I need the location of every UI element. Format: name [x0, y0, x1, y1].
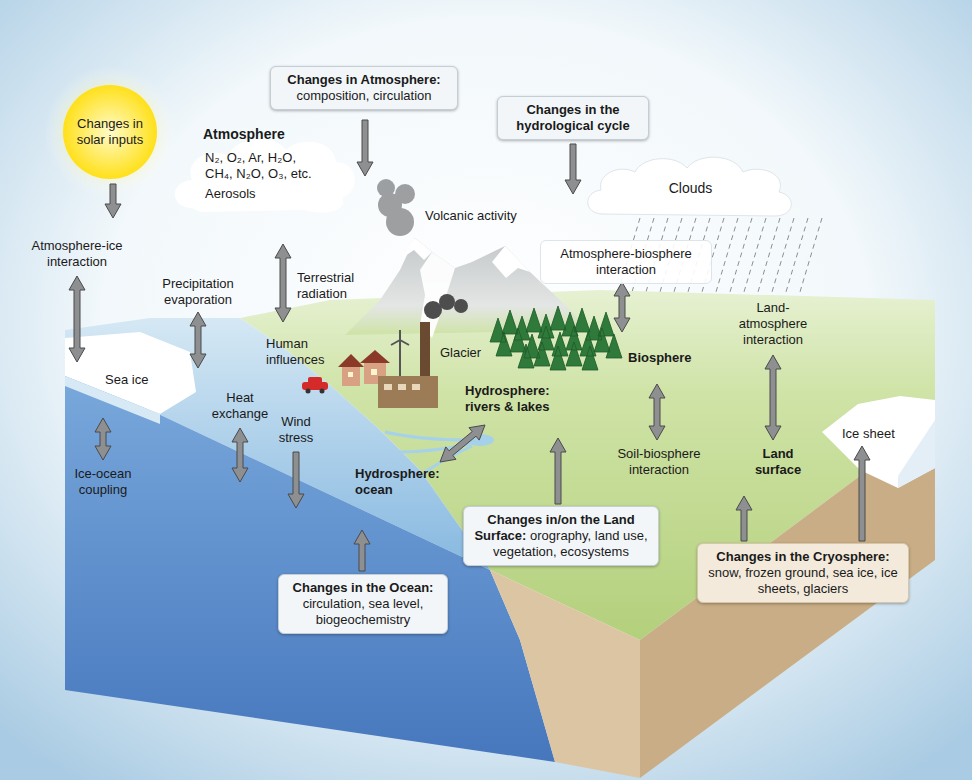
snow-cap	[402, 238, 432, 260]
climate-label: Heat exchange	[203, 390, 277, 422]
arrow	[550, 438, 566, 504]
climate-label: Human influences	[266, 336, 336, 368]
factory-building	[378, 376, 438, 408]
sea-ice	[65, 332, 196, 414]
climate-label: Precipitation evaporation	[148, 276, 248, 308]
arrow	[565, 144, 581, 194]
climate-label: Land surface	[745, 446, 811, 478]
climate-label: Terrestrial radiation	[297, 270, 377, 302]
climate-label: Glacier	[440, 345, 481, 361]
double-arrow	[275, 244, 291, 322]
smoke-puff	[377, 179, 395, 197]
arrow	[736, 496, 752, 541]
interaction-arrows	[69, 120, 870, 571]
snow-cap	[492, 246, 530, 278]
house-roof	[360, 350, 390, 363]
car-wheel	[320, 389, 325, 394]
factory-chimney	[420, 322, 430, 376]
climate-label: Hydrosphere: ocean	[355, 466, 455, 498]
factory-smoke	[454, 299, 468, 313]
climate-label: Hydrosphere: rivers & lakes	[465, 383, 573, 415]
soil-section	[490, 570, 640, 778]
sun-node: Changes in solar inputs	[62, 84, 158, 180]
factory-window	[398, 384, 406, 390]
car	[302, 377, 328, 394]
house-window	[371, 369, 377, 375]
heading-text: Changes in Atmosphere:	[279, 72, 449, 88]
double-arrow	[614, 282, 630, 332]
double-arrow	[232, 428, 248, 482]
climate-label: Aerosols	[205, 186, 256, 202]
arrow	[105, 184, 121, 218]
heading-text: Changes in the Cryosphere:	[706, 549, 900, 565]
change-box: Changes in the hydrological cycle	[497, 96, 649, 140]
climate-label: Soil-biosphere interaction	[607, 446, 711, 478]
heading-text: Changes in the Ocean:	[287, 580, 439, 596]
climate-label: Atmosphere-ice interaction	[22, 238, 132, 270]
car-wheel	[306, 389, 311, 394]
double-arrow	[69, 276, 85, 362]
body-text: composition, circulation	[279, 88, 449, 104]
climate-label: Land-atmosphere interaction	[733, 300, 813, 348]
heading-text: Atmosphere-biosphere interaction	[549, 246, 703, 278]
double-arrow	[649, 384, 665, 440]
ice-sheet-edge	[898, 420, 935, 488]
climate-label: Atmosphere	[203, 126, 285, 142]
factory-smoke	[439, 294, 455, 310]
climate-label: Ice sheet	[842, 426, 895, 442]
volcanic-smoke	[377, 179, 415, 236]
factory-window	[412, 384, 420, 390]
heading-text: Changes in the hydrological cycle	[506, 102, 640, 134]
body-text: circulation, sea level, biogeochemistry	[287, 596, 439, 628]
double-arrow	[190, 312, 206, 368]
interaction-box: Atmosphere-biosphere interaction	[540, 240, 712, 284]
windmill-pole	[399, 340, 401, 376]
house-roof	[338, 354, 364, 367]
windmill	[391, 330, 409, 376]
arrow	[357, 120, 373, 176]
sun-glow	[44, 66, 176, 198]
double-arrow	[440, 425, 485, 462]
smoke-puff	[395, 184, 415, 204]
climate-label: Volcanic activity	[425, 208, 517, 224]
ocean-section	[65, 370, 555, 762]
climate-label: Biosphere	[628, 350, 692, 366]
climate-label: N₂, O₂, Ar, H₂O, CH₄, N₂O, O₃, etc.	[205, 150, 325, 182]
double-arrow	[765, 355, 781, 440]
change-box: Changes in the Ocean:circulation, sea le…	[278, 574, 448, 634]
ice-sheet	[822, 396, 935, 488]
arrow	[288, 452, 304, 508]
car-cabin	[308, 377, 322, 384]
sun-disc	[63, 85, 157, 179]
change-box: Changes in the Cryosphere:snow, frozen g…	[697, 543, 909, 603]
cloud-node: Clouds	[583, 150, 798, 222]
arrow	[854, 446, 870, 541]
change-box: Changes in Atmosphere:composition, circu…	[270, 66, 458, 110]
atmosphere-cloud	[175, 139, 355, 213]
climate-label: Wind stress	[266, 414, 326, 446]
change-box: Changes in/on the Land Surface: orograph…	[463, 506, 659, 566]
heading-text: Clouds	[583, 150, 798, 196]
house-window	[348, 372, 353, 377]
windmill-blades	[391, 330, 409, 345]
body-text: snow, frozen ground, sea ice, ice sheets…	[706, 565, 900, 597]
climate-label: Sea ice	[105, 372, 148, 388]
house-wall	[342, 366, 360, 386]
arrow	[354, 530, 370, 571]
climate-label: Ice-ocean coupling	[63, 466, 143, 498]
factory-window	[384, 384, 392, 390]
river-branch	[385, 432, 468, 440]
double-arrow	[95, 418, 111, 460]
forest	[490, 306, 622, 370]
heading-text: Changes in solar inputs	[70, 116, 150, 148]
